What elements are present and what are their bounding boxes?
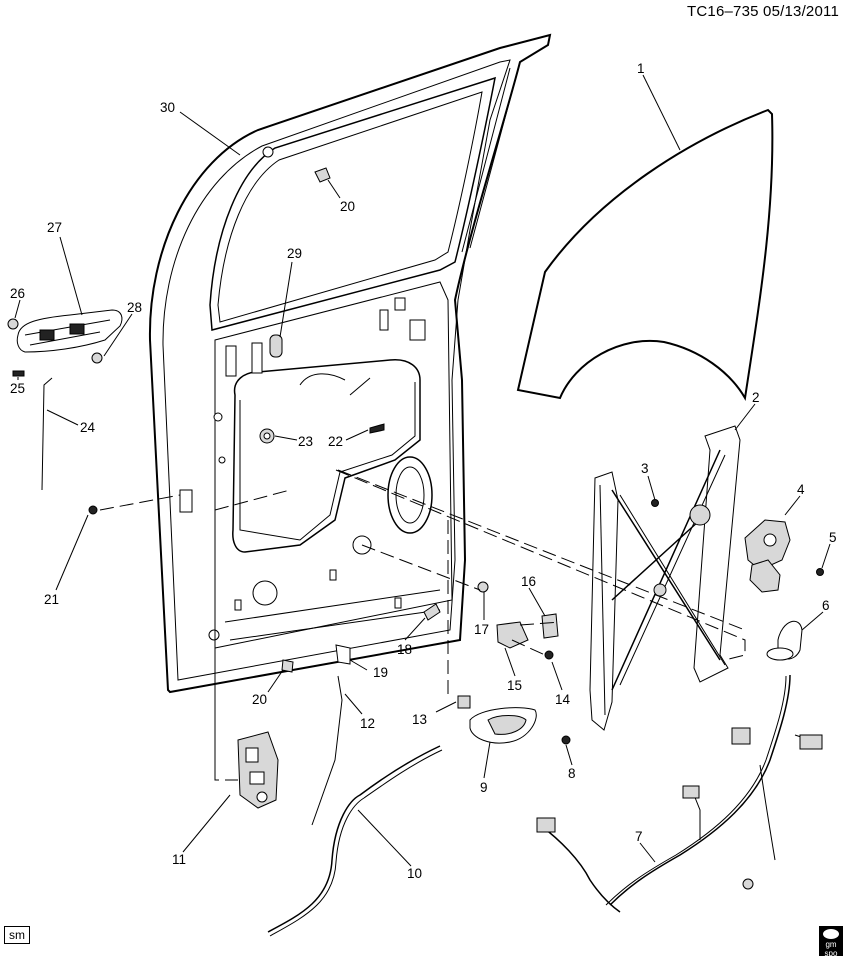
screw-5-part bbox=[816, 568, 824, 576]
callout-5: 5 bbox=[829, 530, 837, 545]
grommet-6-part bbox=[766, 620, 803, 661]
callout-13: 13 bbox=[412, 712, 427, 727]
bumper-20a-part bbox=[314, 167, 331, 183]
callout-28: 28 bbox=[127, 300, 142, 315]
callout-2: 2 bbox=[752, 390, 760, 405]
logo-text: gm spo bbox=[824, 940, 838, 958]
outside-handle-part bbox=[16, 309, 123, 364]
callout-9: 9 bbox=[480, 780, 488, 795]
callout-15: 15 bbox=[507, 678, 522, 693]
plug-29-part bbox=[269, 334, 283, 358]
inside-handle-part bbox=[469, 707, 537, 744]
callout-labels: 1 2 3 4 5 6 7 8 9 10 11 12 13 14 15 16 1… bbox=[10, 61, 837, 881]
callout-8: 8 bbox=[568, 766, 576, 781]
callout-20-upper: 20 bbox=[340, 199, 355, 214]
callout-10: 10 bbox=[407, 866, 422, 881]
bumper-20b-part bbox=[281, 659, 294, 673]
callout-11: 11 bbox=[172, 852, 186, 867]
corner-tag: sm bbox=[4, 926, 30, 944]
callout-22: 22 bbox=[328, 434, 343, 449]
screw-14-part bbox=[544, 650, 554, 660]
gm-spo-logo-icon: gm spo bbox=[819, 926, 843, 958]
lock-rod-part bbox=[41, 377, 53, 491]
callout-26: 26 bbox=[10, 286, 25, 301]
callout-25: 25 bbox=[10, 381, 25, 396]
callout-3: 3 bbox=[641, 461, 649, 476]
callout-21: 21 bbox=[44, 592, 59, 607]
clip-19-part bbox=[335, 644, 351, 665]
callout-29: 29 bbox=[287, 246, 302, 261]
switch-15-part bbox=[496, 621, 529, 649]
bracket-13-part bbox=[457, 695, 471, 709]
callout-4: 4 bbox=[797, 482, 805, 497]
callout-18: 18 bbox=[397, 642, 412, 657]
plug-23-part bbox=[259, 428, 275, 444]
cable-10-part bbox=[267, 745, 443, 937]
screw-3-part bbox=[651, 499, 659, 507]
bolt-22-part bbox=[369, 423, 385, 434]
callout-23: 23 bbox=[298, 434, 313, 449]
callout-14: 14 bbox=[555, 692, 571, 707]
callout-12: 12 bbox=[360, 716, 375, 731]
callout-17: 17 bbox=[474, 622, 489, 637]
callout-24: 24 bbox=[80, 420, 96, 435]
callout-7: 7 bbox=[635, 829, 643, 844]
retainer-17-part bbox=[477, 581, 489, 593]
nut-26-part bbox=[7, 318, 19, 330]
window-regulator-part bbox=[589, 425, 741, 731]
drawing-code: TC16–735 05/13/2011 bbox=[687, 3, 839, 20]
bolt-25-part bbox=[12, 370, 25, 377]
door-shell-part bbox=[148, 33, 552, 694]
leader-lines bbox=[14, 74, 831, 867]
window-glass-part bbox=[516, 108, 774, 401]
bolt-8-part bbox=[561, 735, 571, 745]
callout-1: 1 bbox=[637, 61, 645, 76]
assembly-lines bbox=[99, 469, 746, 781]
callout-6: 6 bbox=[822, 598, 830, 613]
switch-16-part bbox=[541, 613, 559, 639]
window-motor-part bbox=[744, 519, 791, 593]
rod-12-part bbox=[311, 675, 343, 826]
wiring-harness-part bbox=[536, 674, 823, 913]
grommet-18-part bbox=[423, 603, 441, 621]
callout-27: 27 bbox=[47, 220, 62, 235]
bolt-21-part bbox=[88, 505, 98, 515]
callout-16: 16 bbox=[521, 574, 536, 589]
callout-20-lower: 20 bbox=[252, 692, 267, 707]
callout-19: 19 bbox=[373, 665, 388, 680]
door-latch-part bbox=[237, 731, 279, 809]
callout-30: 30 bbox=[160, 100, 175, 115]
